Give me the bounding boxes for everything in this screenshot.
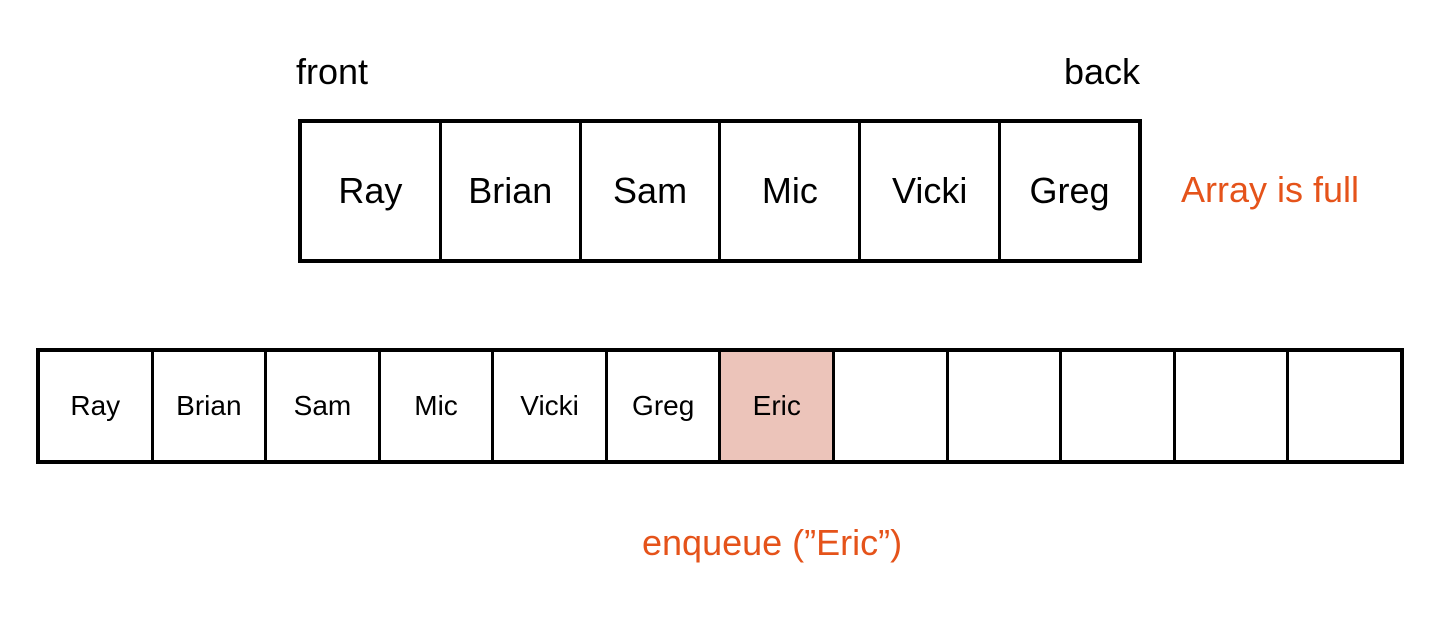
array-cell: Mic [381,352,495,460]
array-cell: Sam [582,123,722,259]
array-cell: Vicki [861,123,1002,259]
array-cell: Vicki [494,352,608,460]
full-array: Ray Brian Sam Mic Vicki Greg [298,119,1142,263]
array-cell-empty [949,352,1063,460]
array-cell-new: Eric [721,352,836,460]
array-cell-empty [1289,352,1400,460]
array-cell-empty [1062,352,1176,460]
array-cell: Greg [608,352,722,460]
array-cell-empty [1176,352,1290,460]
back-label: back [1064,51,1141,92]
array-cell: Brian [154,352,268,460]
array-cell-empty [835,352,949,460]
array-full-status: Array is full [1181,169,1360,210]
array-cell: Sam [267,352,381,460]
array-cell: Ray [302,123,442,259]
array-cell: Mic [721,123,862,259]
array-cell: Brian [442,123,582,259]
expanded-array: Ray Brian Sam Mic Vicki Greg Eric [36,348,1404,464]
array-cell: Greg [1029,170,1110,211]
array-cell: Ray [40,352,154,460]
front-label: front [296,51,369,92]
enqueue-operation-label: enqueue (”Eric”) [642,522,903,563]
